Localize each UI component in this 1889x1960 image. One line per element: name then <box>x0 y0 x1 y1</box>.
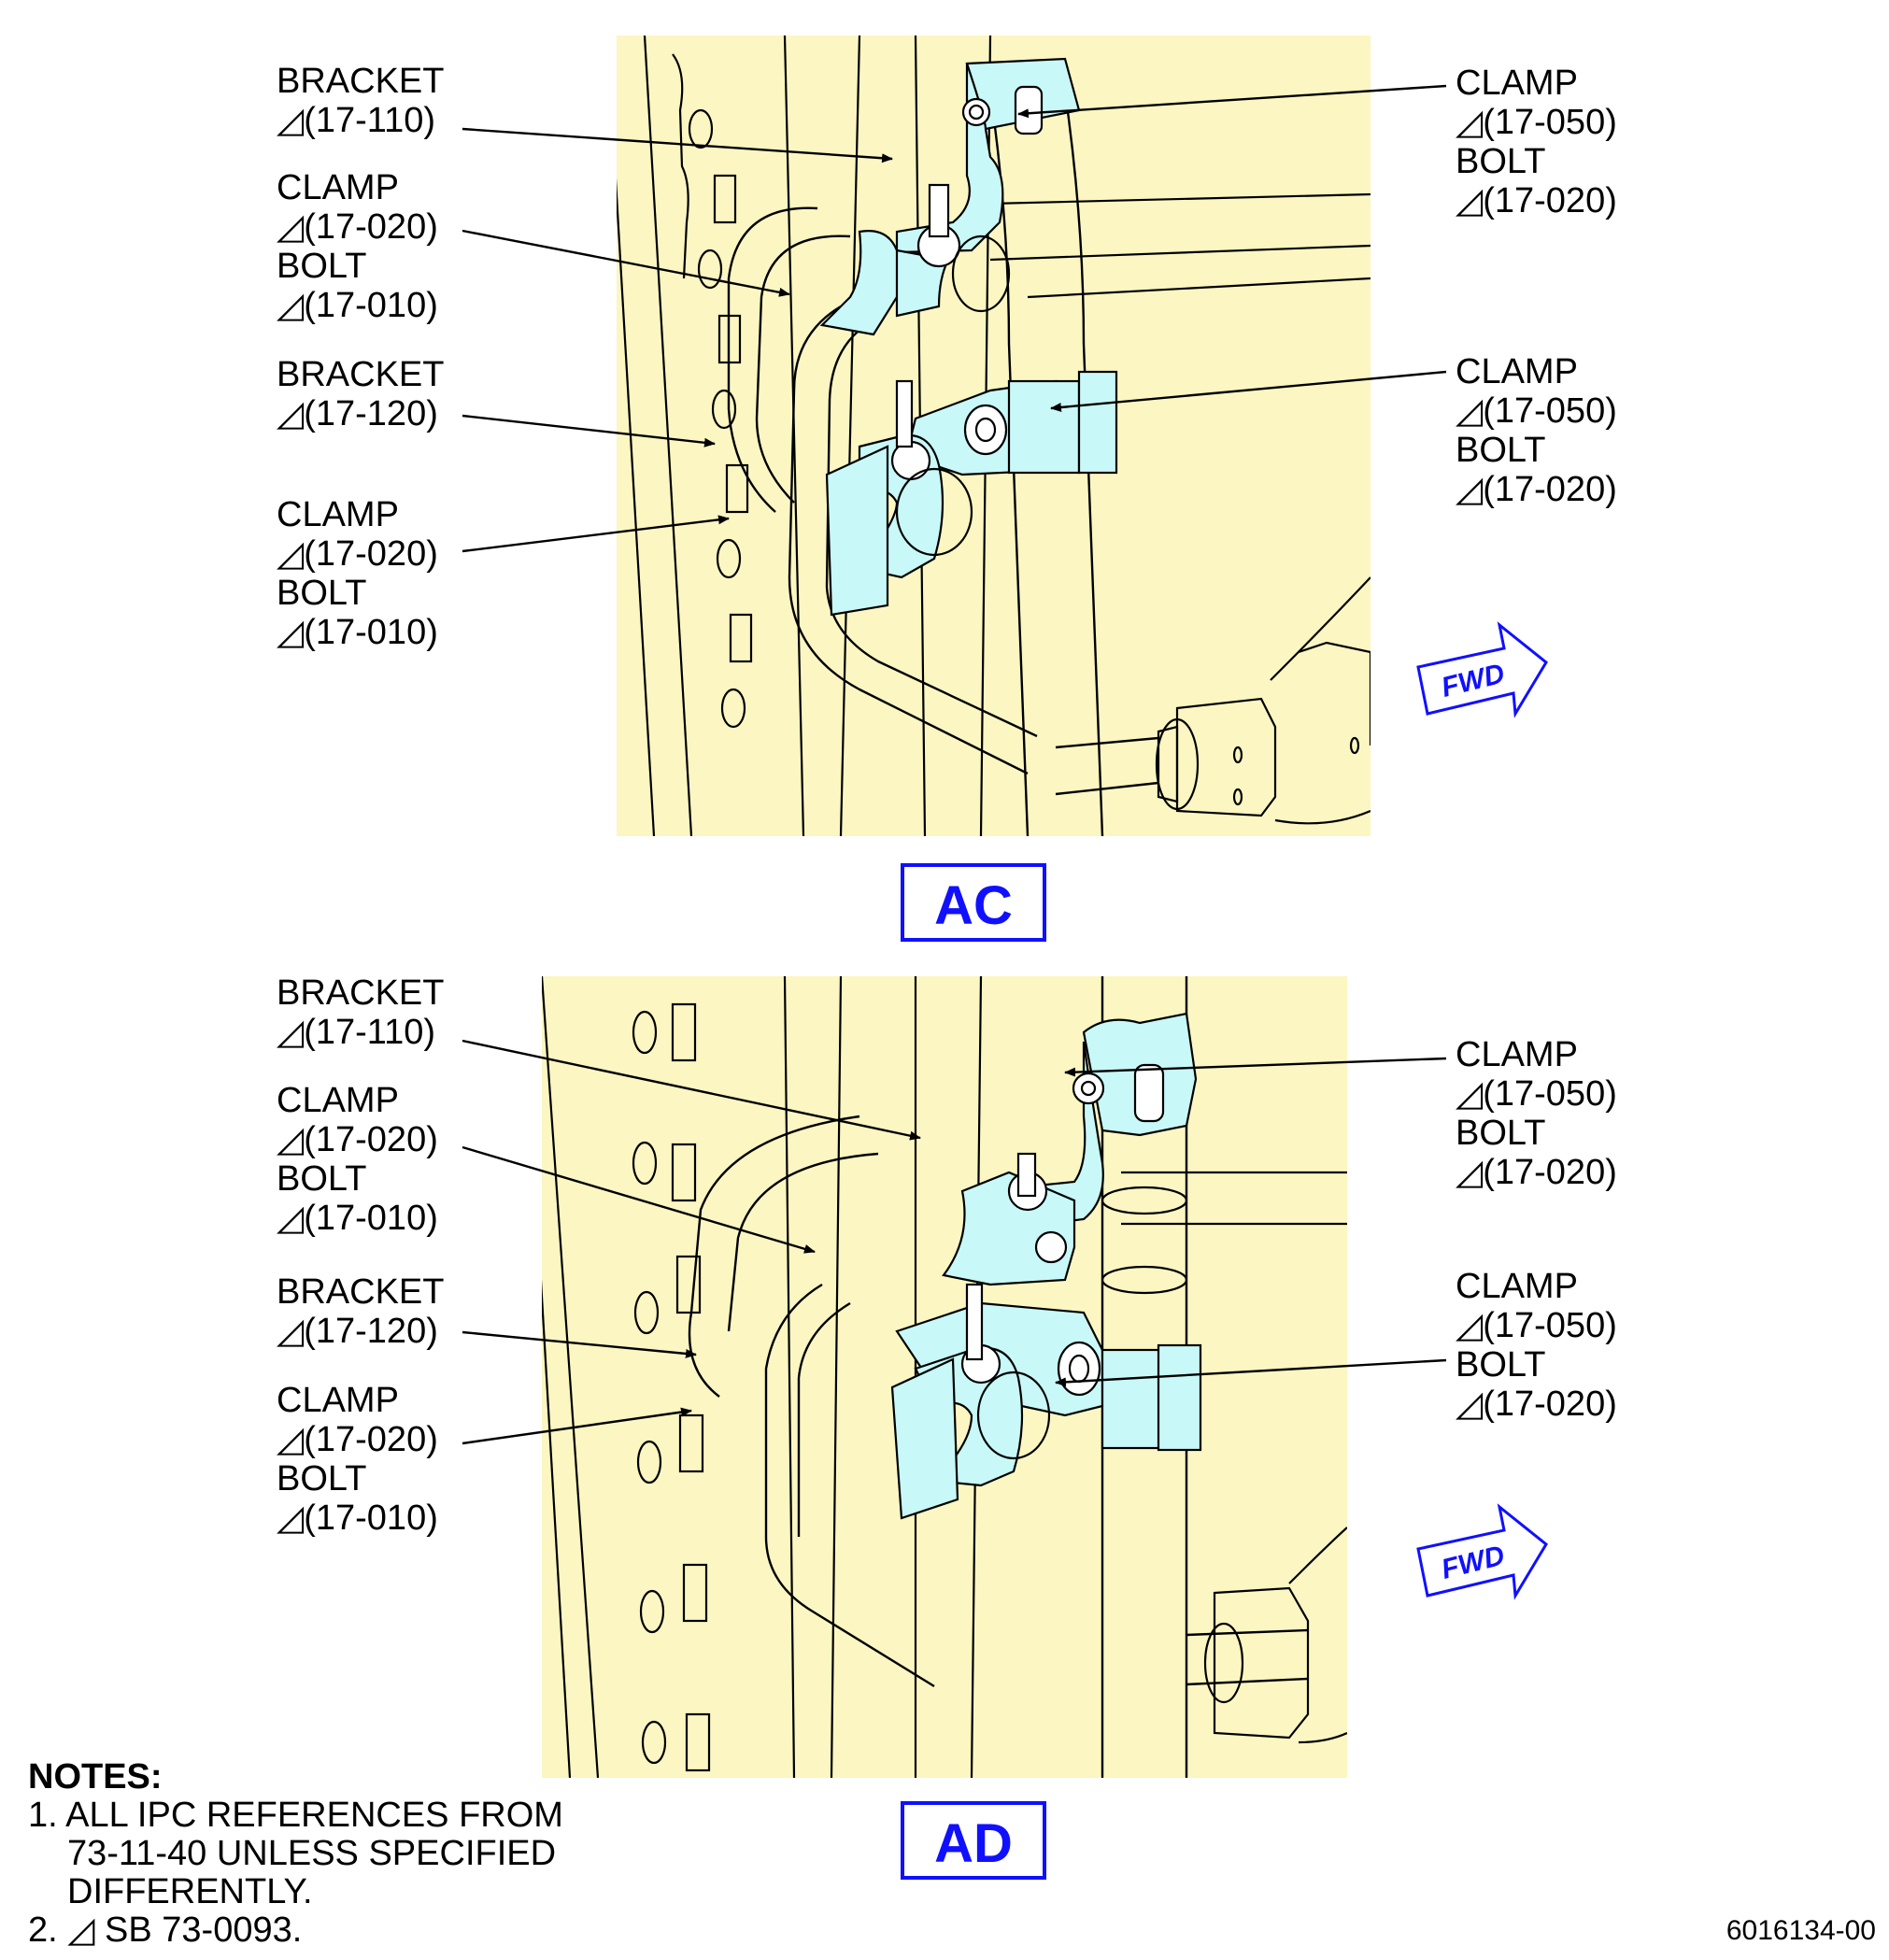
label-line: BOLT <box>277 1459 367 1498</box>
bolt-hole <box>716 538 742 579</box>
label-line: ◿(17-020) <box>1456 1385 1617 1424</box>
bolt-hole <box>639 1589 665 1634</box>
fwd-arrow-icon: FWD <box>1416 1503 1548 1600</box>
bolt-hole <box>633 1290 660 1335</box>
label-line: CLAMP <box>277 495 399 534</box>
view-ac-illustration <box>617 36 1371 836</box>
label-line: ◿(17-050) <box>1456 103 1617 142</box>
label-ad-clamp-020-lower: CLAMP ◿(17-020) BOLT ◿(17-010) <box>277 1381 438 1538</box>
notes-block: NOTES: 1. ALL IPC REFERENCES FROM 73-11-… <box>28 1758 563 1950</box>
label-line: CLAMP <box>1456 1267 1578 1306</box>
label-ac-clamp-050-lower: CLAMP ◿(17-050) BOLT ◿(17-020) <box>1456 352 1617 509</box>
view-tag-ad: AD <box>901 1801 1046 1880</box>
bolt-hole <box>720 688 746 729</box>
label-line: BOLT <box>1456 1345 1546 1385</box>
label-ad-bracket-120: BRACKET ◿(17-120) <box>277 1272 444 1351</box>
label-line: BRACKET <box>277 355 445 394</box>
label-line: BRACKET <box>277 62 445 101</box>
label-line: ◿(17-110) <box>277 1013 436 1052</box>
label-line: ◿(17-020) <box>1456 470 1617 509</box>
label-line: BRACKET <box>277 973 445 1013</box>
label-line: CLAMP <box>1456 1035 1578 1074</box>
note-line: 73-11-40 UNLESS SPECIFIED <box>67 1834 557 1873</box>
label-line: CLAMP <box>277 1381 399 1420</box>
label-ac-clamp-020-lower: CLAMP ◿(17-020) BOLT ◿(17-010) <box>277 495 438 652</box>
note-line: 1. ALL IPC REFERENCES FROM <box>28 1796 563 1835</box>
bolt-hole <box>636 1440 662 1484</box>
label-line: CLAMP <box>1456 352 1578 391</box>
view-ad-illustration <box>542 976 1347 1778</box>
label-ad-clamp-020-upper: CLAMP ◿(17-020) BOLT ◿(17-010) <box>277 1081 438 1238</box>
view-tag-ac: AC <box>901 863 1046 942</box>
label-line: ◿(17-050) <box>1456 1306 1617 1345</box>
label-ad-clamp-050-lower: CLAMP ◿(17-050) BOLT ◿(17-020) <box>1456 1267 1617 1424</box>
fwd-arrow-icon: FWD <box>1416 621 1548 718</box>
label-ac-clamp-020-upper: CLAMP ◿(17-020) BOLT ◿(17-010) <box>277 168 438 325</box>
label-line: BOLT <box>1456 1114 1546 1153</box>
label-line: ◿(17-020) <box>277 534 438 574</box>
label-ad-clamp-050-upper: CLAMP ◿(17-050) BOLT ◿(17-020) <box>1456 1035 1617 1192</box>
label-line: BOLT <box>277 1159 367 1199</box>
label-line: ◿(17-020) <box>277 1420 438 1459</box>
label-line: BRACKET <box>277 1272 445 1312</box>
label-line: ◿(17-010) <box>277 286 438 325</box>
note-line: 2. ◿ SB 73-0093. <box>28 1910 303 1950</box>
notes-heading: NOTES: <box>28 1757 163 1797</box>
label-line: ◿(17-010) <box>277 1498 438 1538</box>
label-line: BOLT <box>277 247 367 286</box>
label-line: ◿(17-010) <box>277 613 438 652</box>
label-ad-bracket-110: BRACKET ◿(17-110) <box>277 973 444 1052</box>
label-line: ◿(17-020) <box>1456 181 1617 220</box>
label-line: ◿(17-110) <box>277 101 436 140</box>
document-number: 6016134-00 <box>1726 1915 1876 1946</box>
label-line: CLAMP <box>1456 64 1578 103</box>
bolt-hole <box>641 1720 667 1765</box>
label-line: CLAMP <box>277 168 399 207</box>
bolt-hole <box>688 108 714 149</box>
bolt-hole <box>632 1010 658 1055</box>
label-line: BOLT <box>1456 142 1546 181</box>
label-line: CLAMP <box>277 1081 399 1120</box>
label-ac-bracket-120: BRACKET ◿(17-120) <box>277 355 444 433</box>
label-line: ◿(17-120) <box>277 394 438 433</box>
label-line: ◿(17-010) <box>277 1199 438 1238</box>
label-line: BOLT <box>1456 431 1546 470</box>
bolt-hole <box>632 1141 658 1186</box>
label-line: ◿(17-120) <box>277 1312 438 1351</box>
label-line: ◿(17-050) <box>1456 1074 1617 1114</box>
label-line: ◿(17-050) <box>1456 391 1617 431</box>
label-ac-clamp-050-upper: CLAMP ◿(17-050) BOLT ◿(17-020) <box>1456 64 1617 220</box>
label-line: ◿(17-020) <box>277 207 438 247</box>
bolt-hole <box>711 389 737 430</box>
note-line: DIFFERENTLY. <box>67 1872 313 1911</box>
label-line: BOLT <box>277 574 367 613</box>
label-line: ◿(17-020) <box>1456 1153 1617 1192</box>
label-line: ◿(17-020) <box>277 1120 438 1159</box>
bolt-hole <box>697 249 723 290</box>
label-ac-bracket-110: BRACKET ◿(17-110) <box>277 62 444 140</box>
